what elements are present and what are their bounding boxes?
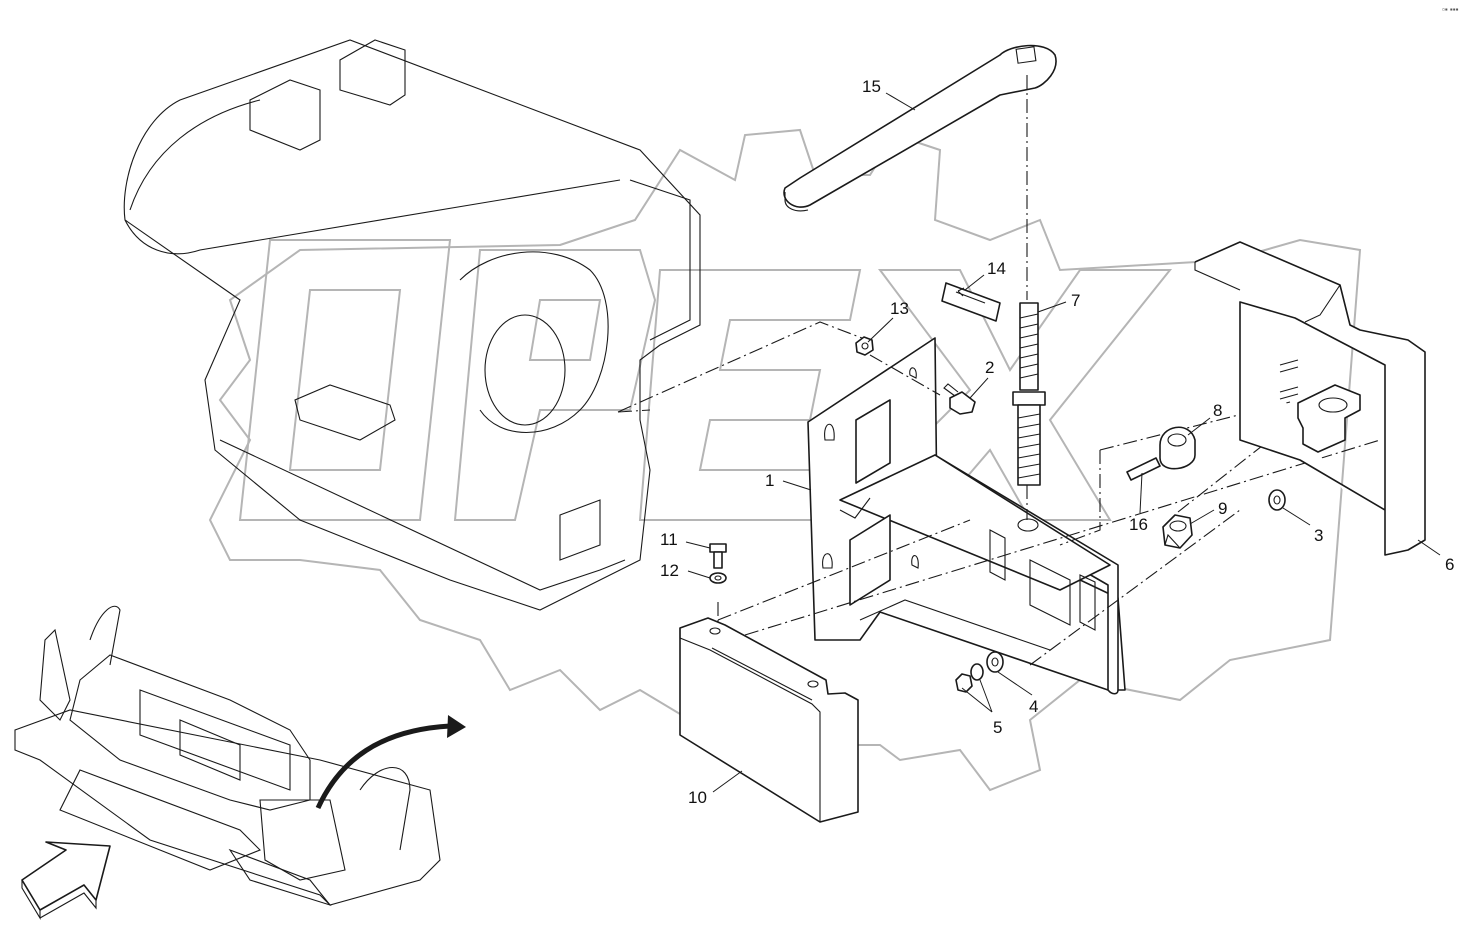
leader-lines bbox=[685, 92, 1441, 793]
washer-3 bbox=[1268, 489, 1286, 511]
callout-3: 3 bbox=[1314, 526, 1323, 545]
callout-9: 9 bbox=[1218, 499, 1227, 518]
corner-mark: ▫▪ ▪▪▪ bbox=[1442, 5, 1459, 14]
direction-arrow-icon bbox=[21, 841, 111, 920]
callout-15: 15 bbox=[862, 77, 881, 96]
paver-frame bbox=[123, 39, 701, 611]
nut-5 bbox=[955, 673, 973, 693]
main-bracket bbox=[807, 337, 1126, 695]
callout-1: 1 bbox=[765, 471, 774, 490]
curved-arrow-icon bbox=[315, 715, 466, 810]
washer-12 bbox=[709, 572, 727, 584]
callout-12: 12 bbox=[660, 561, 679, 580]
callout-6: 6 bbox=[1445, 555, 1454, 574]
callout-8: 8 bbox=[1213, 401, 1222, 420]
callout-14: 14 bbox=[987, 259, 1006, 278]
callout-2: 2 bbox=[985, 358, 994, 377]
callout-16: 16 bbox=[1129, 515, 1148, 534]
callout-13: 13 bbox=[890, 299, 909, 318]
callout-5: 5 bbox=[993, 718, 1002, 737]
crank-handle bbox=[783, 44, 1057, 212]
callout-labels: 1 2 3 4 5 6 7 8 9 10 11 12 13 14 15 16 bbox=[660, 77, 1454, 807]
label-plate bbox=[941, 282, 1001, 322]
front-cover bbox=[679, 617, 859, 823]
pin-16 bbox=[1126, 457, 1161, 481]
side-cover bbox=[1194, 241, 1426, 556]
washer-4 bbox=[986, 651, 1004, 673]
bolt-11 bbox=[709, 543, 727, 569]
threaded-spindle bbox=[1012, 302, 1046, 486]
lock-washer-5 bbox=[970, 663, 984, 681]
bolt-2 bbox=[943, 383, 976, 415]
hex-nut-9 bbox=[1162, 514, 1193, 549]
clamp-ring-8 bbox=[1159, 426, 1196, 470]
callout-11: 11 bbox=[660, 530, 678, 549]
callout-10: 10 bbox=[688, 788, 707, 807]
callout-7: 7 bbox=[1071, 291, 1080, 310]
callout-4: 4 bbox=[1029, 697, 1038, 716]
paver-overview-inset bbox=[14, 605, 441, 907]
assembly-centerlines bbox=[617, 321, 1381, 666]
